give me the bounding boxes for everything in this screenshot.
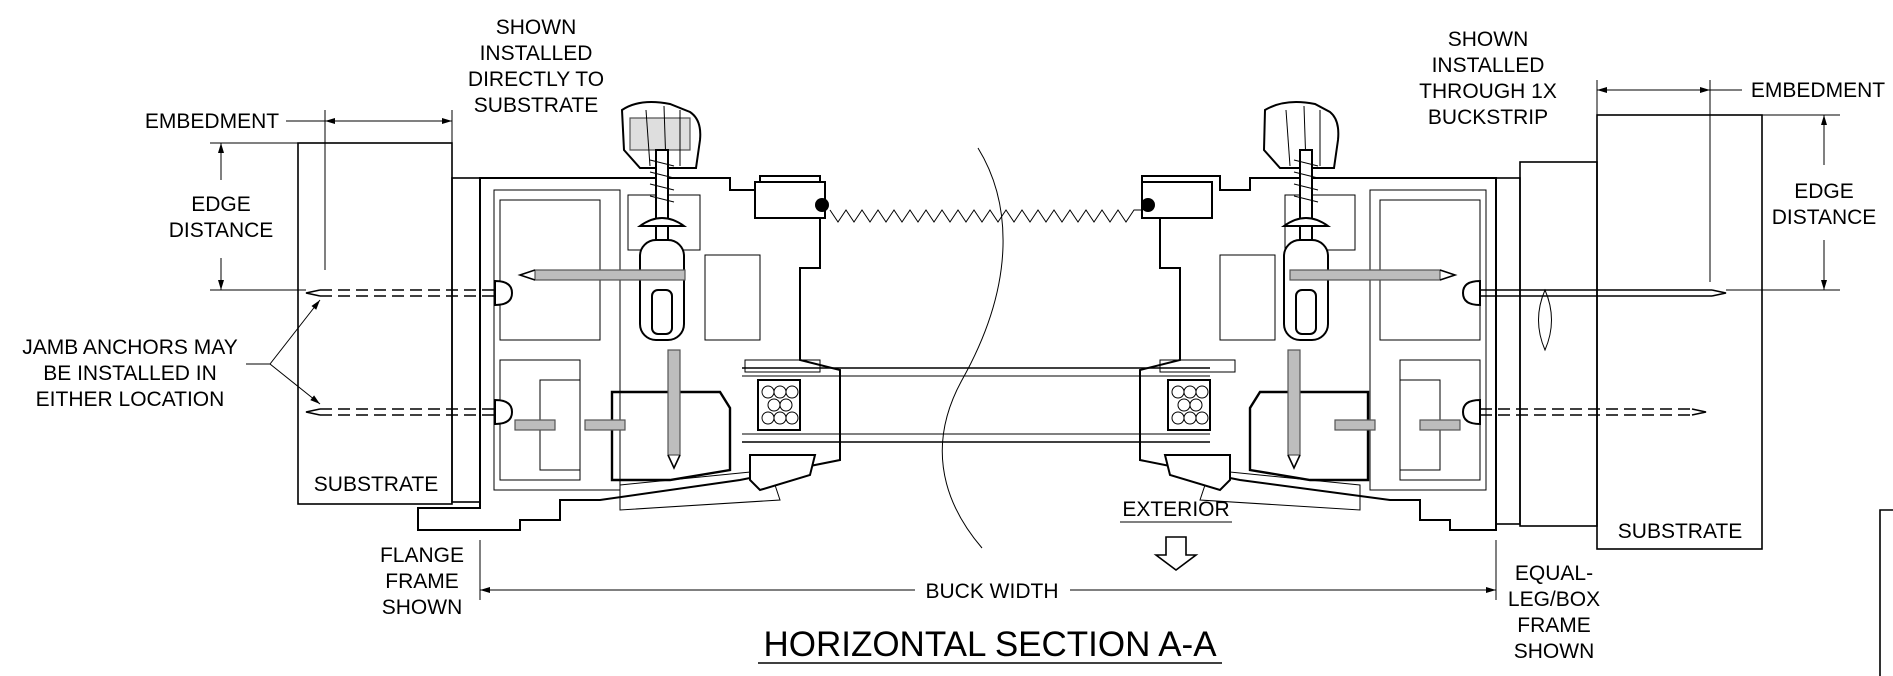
label-jamb-anchors: JAMB ANCHORS MAY BE INSTALLED IN EITHER …: [22, 336, 237, 411]
label-edge-distance-left: EDGE DISTANCE: [169, 193, 274, 242]
label-shown-buckstrip: SHOWN INSTALLED THROUGH 1X BUCKSTRIP: [1419, 28, 1557, 129]
dimension-lines: [210, 80, 1893, 676]
svg-text:EDGE: EDGE: [1794, 180, 1854, 203]
label-embedment-left: EMBEDMENT: [145, 110, 279, 133]
glazing-unit: [742, 367, 1211, 443]
svg-text:EQUAL-: EQUAL-: [1515, 562, 1593, 585]
label-buck-width: BUCK WIDTH: [926, 580, 1059, 603]
svg-text:JAMB ANCHORS MAY: JAMB ANCHORS MAY: [22, 336, 237, 359]
label-edge-distance-right: EDGE DISTANCE: [1772, 180, 1877, 229]
label-equal-leg: EQUAL- LEG/BOX FRAME SHOWN: [1508, 562, 1600, 663]
right-lower-anchor: [1461, 398, 1707, 426]
right-substrate: [1495, 114, 1763, 550]
svg-text:FLANGE: FLANGE: [380, 544, 464, 567]
svg-text:INSTALLED: INSTALLED: [480, 42, 593, 65]
svg-text:INSTALLED: INSTALLED: [1432, 54, 1545, 77]
label-substrate-right: SUBSTRATE: [1618, 520, 1742, 543]
drawing-title: HORIZONTAL SECTION A-A: [763, 625, 1217, 664]
svg-text:FRAME: FRAME: [385, 570, 459, 593]
label-exterior: EXTERIOR: [1122, 498, 1229, 521]
internal-screws: [514, 269, 1461, 470]
svg-text:SHOWN: SHOWN: [1514, 640, 1595, 663]
svg-text:THROUGH 1X: THROUGH 1X: [1419, 80, 1557, 103]
svg-text:SHOWN: SHOWN: [496, 16, 577, 39]
svg-text:BUCKSTRIP: BUCKSTRIP: [1428, 106, 1548, 129]
svg-text:BE INSTALLED IN: BE INSTALLED IN: [43, 362, 217, 385]
label-shown-direct: SHOWN INSTALLED DIRECTLY TO SUBSTRATE: [468, 16, 604, 117]
svg-text:SHOWN: SHOWN: [1448, 28, 1529, 51]
svg-text:DIRECTLY TO: DIRECTLY TO: [468, 68, 604, 91]
left-lower-anchor: [305, 398, 514, 426]
label-substrate-left: SUBSTRATE: [314, 473, 438, 496]
right-frame-profile: [1139, 175, 1497, 531]
left-handle: [620, 101, 702, 341]
svg-text:SHOWN: SHOWN: [382, 596, 463, 619]
svg-text:DISTANCE: DISTANCE: [1772, 206, 1877, 229]
right-handle: [1262, 101, 1340, 341]
svg-text:DISTANCE: DISTANCE: [169, 219, 274, 242]
label-flange-frame: FLANGE FRAME SHOWN: [380, 544, 464, 619]
label-embedment-right: EMBEDMENT: [1751, 79, 1885, 102]
break-line: [941, 147, 1004, 549]
svg-text:FRAME: FRAME: [1517, 614, 1591, 637]
svg-text:LEG/BOX: LEG/BOX: [1508, 588, 1600, 611]
svg-text:SUBSTRATE: SUBSTRATE: [474, 94, 598, 117]
left-frame-profile: [417, 175, 841, 531]
svg-text:EDGE: EDGE: [191, 193, 251, 216]
right-upper-anchor: [1461, 279, 1727, 307]
left-upper-anchor: [305, 279, 514, 307]
screen-mesh: [754, 181, 1213, 223]
svg-text:EITHER LOCATION: EITHER LOCATION: [36, 388, 225, 411]
